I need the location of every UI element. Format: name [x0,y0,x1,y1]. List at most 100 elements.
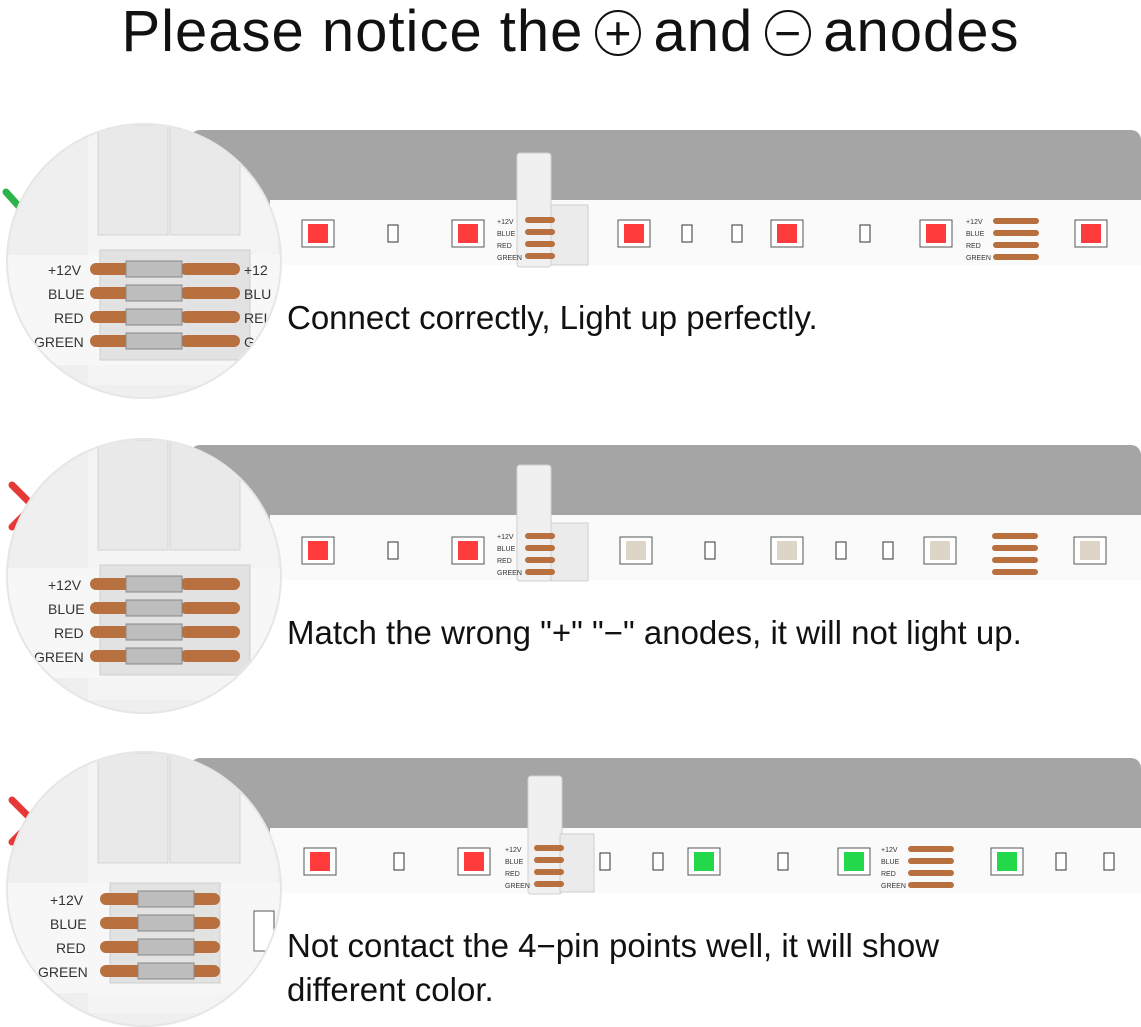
zoom-connector-detail: +12V BLUE RED GREEN [8,753,280,1025]
minus-circle-icon: − [765,10,812,56]
svg-text:BLUE: BLUE [50,916,87,932]
svg-text:+12V: +12V [881,847,898,854]
svg-text:GREEN: GREEN [881,883,906,890]
connector-closeup: +12V BLUE RED GREEN [8,753,280,1013]
svg-text:REI: REI [244,310,267,326]
resistor [387,541,399,560]
resistor [704,541,716,560]
caption: Connect correctly, Light up perfectly. [287,296,818,340]
led [301,536,335,565]
svg-text:BLUE: BLUE [48,286,85,302]
resistor [777,852,789,871]
svg-text:+12V: +12V [966,219,983,226]
led [990,847,1024,876]
headline-before: Please notice the [121,0,584,64]
svg-text:GREEN: GREEN [497,255,522,262]
led [687,847,721,876]
svg-text:RED: RED [497,558,512,565]
connector-body [550,522,589,582]
connector-body [550,204,589,266]
caption-line: Not contact the 4−pin points well, it wi… [287,927,940,964]
led [1073,536,1107,565]
led [770,219,804,248]
svg-text:+12V: +12V [50,892,84,908]
svg-text:+12V: +12V [497,534,514,541]
svg-text:+12: +12 [244,262,268,278]
connector-clip [516,152,552,268]
led [919,219,953,248]
led [451,536,485,565]
led [619,536,653,565]
svg-text:GREEN: GREEN [966,255,991,262]
svg-text:BLU: BLU [244,286,271,302]
panel-correct: +12V BLUE RED GREEN +12V BLUE RED GREEN [0,120,1141,397]
caption: Not contact the 4−pin points well, it wi… [287,924,939,1012]
led [923,536,957,565]
connector-clip [527,775,563,895]
svg-text:RED: RED [505,871,520,878]
led [301,219,335,248]
cut-pads [992,533,1038,575]
led [451,219,485,248]
svg-text:BLUE: BLUE [48,601,85,617]
led [303,847,337,876]
svg-text:RED: RED [966,243,981,250]
connector-body [559,833,595,893]
resistor [652,852,664,871]
pad-label-text: +12V BLUE RED GREEN [497,534,522,577]
connector-pins [534,845,564,887]
resistor [599,852,611,871]
headline: Please notice the + and − anodes [0,0,1141,64]
svg-text:GREEN: GREEN [38,964,88,980]
resistor [835,541,847,560]
svg-text:BLUE: BLUE [966,231,985,238]
led-strip-image: +12V BLUE RED GREEN [190,445,1141,582]
connector-pins [525,533,555,575]
svg-text:BLUE: BLUE [881,859,900,866]
svg-text:+12V: +12V [48,262,82,278]
resistor [1103,852,1115,871]
led [770,536,804,565]
svg-text:+12V: +12V [497,219,514,226]
svg-text:GREEN: GREEN [34,649,84,665]
led [457,847,491,876]
pad-label-text: +12V BLUE RED GREEN [966,219,991,262]
caption-line: Match the wrong "+" "−" anodes, it will … [287,614,1022,651]
connector-closeup: +12V BLUE RED GREEN [8,440,280,700]
svg-text:RED: RED [54,310,84,326]
plus-circle-icon: + [595,10,642,56]
cut-pads [993,218,1039,260]
svg-text:+12V: +12V [505,847,522,854]
caption: Match the wrong "+" "−" anodes, it will … [287,611,1022,655]
headline-after: anodes [823,0,1020,64]
led-strip-image: +12V BLUE RED GREEN +12V BLUE RED GREEN [190,758,1141,895]
headline-middle: and [653,0,754,64]
resistor [731,224,743,243]
led [1074,219,1108,248]
zoom-connector-detail: +12V BLUE RED GREEN [8,440,280,712]
svg-text:RED: RED [881,871,896,878]
connector-pins [525,217,555,259]
svg-text:GREEN: GREEN [497,570,522,577]
svg-text:GREEN: GREEN [505,883,530,890]
svg-text:BLUE: BLUE [497,231,516,238]
caption-line: different color. [287,971,494,1008]
pad-label-text: +12V BLUE RED GREEN [505,847,530,890]
led-strip-image: +12V BLUE RED GREEN +12V BLUE RED GREEN [190,130,1141,268]
resistor [681,224,693,243]
svg-text:+12V: +12V [48,577,82,593]
pad-label-text: +12V BLUE RED GREEN [881,847,906,890]
caption-line: Connect correctly, Light up perfectly. [287,299,818,336]
svg-text:RED: RED [56,940,86,956]
svg-text:GREEN: GREEN [34,334,84,350]
resistor [1055,852,1067,871]
resistor [387,224,399,243]
svg-text:BLUE: BLUE [497,546,516,553]
svg-text:RED: RED [54,625,84,641]
led [837,847,871,876]
svg-text:BLUE: BLUE [505,859,524,866]
